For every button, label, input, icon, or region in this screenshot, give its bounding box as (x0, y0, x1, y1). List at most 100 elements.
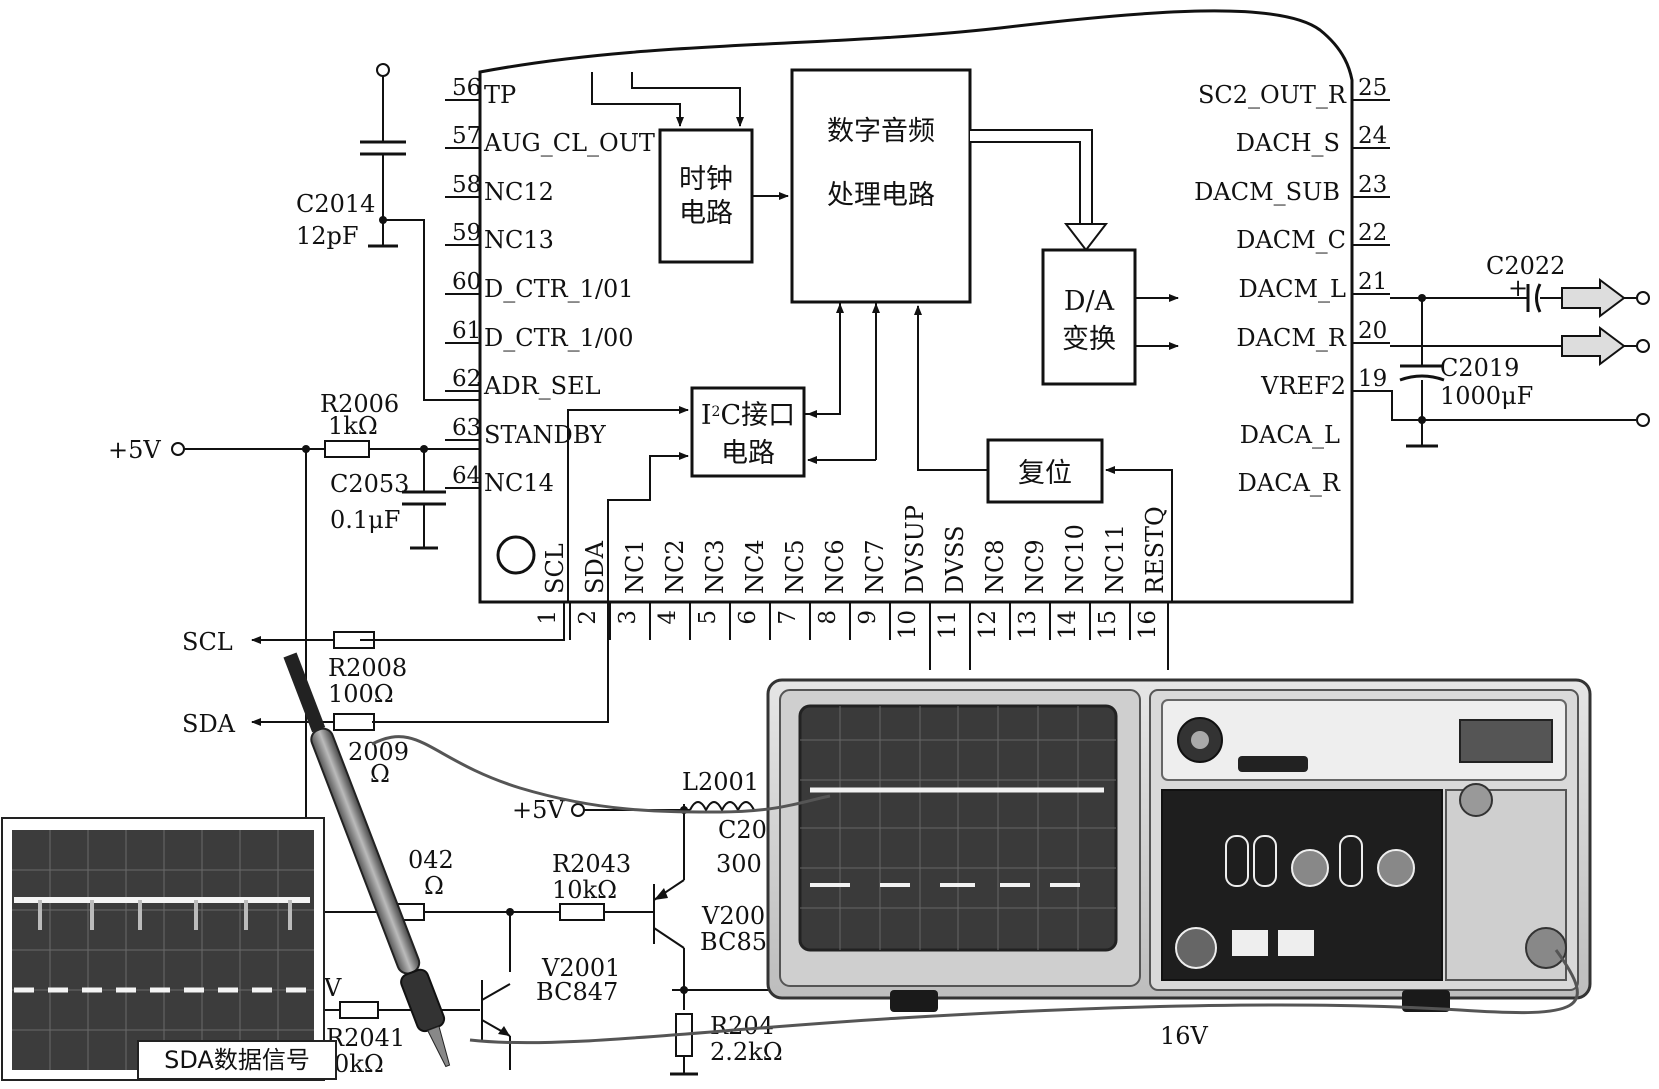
bottom-pin-dividers (569, 602, 1169, 670)
right-pin-num: 20 (1358, 318, 1387, 344)
right-pin-numbers: 25 24 23 22 21 20 19 (1358, 75, 1387, 392)
junction-dot (1418, 294, 1426, 302)
bottom-pin-name: NC9 (1021, 539, 1049, 594)
right-pin-num: 25 (1358, 75, 1387, 101)
junction-dot (379, 216, 387, 224)
bottom-pin-name: NC4 (741, 539, 769, 594)
c2019-value: 1000μF (1440, 382, 1533, 410)
left-pin-num: 56 (452, 75, 481, 101)
bottom-pin-num: 1 (535, 610, 561, 625)
i2c-block (690, 386, 806, 478)
r2041-name: R2041 (326, 1024, 405, 1052)
c20-name-partial: C20 (718, 816, 767, 844)
bottom-pin-num: 9 (855, 610, 881, 625)
probe-cable (469, 949, 1579, 1045)
r2042-name-partial: 042 (408, 846, 454, 874)
i2c-block-label-1: I2C接口 (701, 400, 795, 431)
right-pin-num: 19 (1358, 366, 1387, 392)
left-pin-name: STANDBY (484, 421, 607, 449)
bottom-pin-num: 16 (1135, 610, 1161, 639)
right-pin-num: 23 (1358, 172, 1387, 198)
right-pin-name: DACM_R (1236, 324, 1347, 352)
junction-dot (680, 986, 688, 994)
dsp-block-label-2: 处理电路 (827, 180, 935, 211)
v2001-type: BC847 (536, 978, 618, 1006)
left-pin-num: 64 (452, 463, 481, 489)
r2006-value: 1kΩ (328, 412, 378, 440)
c2053-value: 0.1μF (330, 506, 400, 534)
r2009-value-partial: Ω (370, 760, 390, 788)
left-component-labels: C2014 12pF R2006 1kΩ +5V C2053 0.1μF SCL… (108, 190, 1209, 1078)
bottom-pin-num: 10 (895, 610, 921, 639)
inset-waveform (1, 817, 325, 1081)
right-pin-num: 21 (1358, 269, 1387, 295)
left-pin-name: AUG_CL_OUT (483, 129, 655, 157)
da-block-label-2: 变换 (1062, 324, 1116, 355)
c2022-name: C2022 (1486, 252, 1565, 280)
r2043-value: 10kΩ (552, 876, 617, 904)
c20-value-partial: 300 (716, 850, 762, 878)
junction-dot (1418, 416, 1426, 424)
junction-dot (506, 908, 514, 916)
l2001-name: L2001 (682, 768, 759, 796)
right-pin-name: SC2_OUT_R (1198, 81, 1347, 109)
v-label-partial: V (323, 974, 342, 1002)
output-arrow-l (1561, 278, 1626, 318)
pin1-marker (496, 535, 536, 575)
dsp-block (790, 68, 972, 304)
bottom-pin-num: 15 (1095, 610, 1121, 639)
right-component-labels: C2022 + C2019 1000μF (1440, 252, 1565, 410)
r2006-name: R2006 (320, 390, 399, 418)
c2019-name: C2019 (1440, 354, 1519, 382)
left-pin-name: D_CTR_1/00 (484, 324, 634, 352)
bottom-pin-num: 8 (815, 610, 841, 625)
r2043-name: R2043 (552, 850, 631, 878)
left-pin-num: 58 (452, 172, 481, 198)
left-pin-num: 62 (452, 366, 481, 392)
bottom-pin-name: RESTQ (1141, 506, 1169, 594)
bottom-pin-name: NC7 (861, 539, 889, 594)
bottom-pin-name: NC1 (621, 539, 649, 594)
da-block (1041, 248, 1137, 386)
right-pin-name: VREF2 (1260, 372, 1346, 400)
da-block-label-1: D/A (1064, 286, 1115, 317)
r2008-value: 100Ω (328, 680, 394, 708)
right-pin-name: DACM_C (1236, 226, 1346, 254)
bottom-pin-name: SDA (581, 540, 609, 594)
scl-label: SCL (182, 628, 233, 656)
bottom-pin-name: NC5 (781, 539, 809, 594)
left-pin-num: 63 (452, 415, 481, 441)
bottom-pin-name: SCL (541, 543, 569, 594)
bottom-pin-num: 13 (1015, 610, 1041, 639)
c2022-plus: + (1508, 274, 1528, 302)
bottom-pin-num: 14 (1055, 610, 1081, 639)
r2042-value-partial: Ω (424, 872, 444, 900)
clock-block-label-2: 电路 (679, 198, 733, 229)
sda-label: SDA (182, 710, 236, 738)
v200-name-partial: V200 (701, 902, 765, 930)
bottom-pin-numbers: 1 2 3 4 5 6 7 8 9 10 11 12 13 14 15 16 (535, 610, 1161, 639)
left-pin-name: NC14 (484, 469, 554, 497)
bottom-pin-num: 6 (735, 610, 761, 625)
bottom-pin-name: NC10 (1061, 524, 1089, 594)
r2041-value-partial: 0kΩ (334, 1050, 384, 1078)
reset-block (986, 438, 1104, 504)
bottom-pin-name: NC8 (981, 539, 1009, 594)
left-pins (445, 99, 480, 489)
scope-screen-grid (800, 706, 1116, 950)
right-pin-num: 22 (1358, 220, 1387, 246)
reset-block-label: 复位 (1018, 458, 1072, 489)
bottom-pin-num: 2 (575, 610, 601, 625)
probe-cable (371, 735, 831, 814)
clock-block (658, 128, 754, 264)
inset-trace-pulses (38, 900, 292, 930)
bottom-pin-name: NC3 (701, 539, 729, 594)
r204-name-partial: R204 (710, 1012, 774, 1040)
left-pin-name: NC13 (484, 226, 554, 254)
bottom-pin-num: 5 (695, 610, 721, 625)
bottom-pin-names: SCL SDA NC1 NC2 NC3 NC4 NC5 NC6 NC7 DVSU… (541, 505, 1169, 594)
right-external-wires (1390, 283, 1650, 448)
output-arrow-r (1561, 326, 1626, 366)
left-pin-numbers: 56 57 58 59 60 61 62 63 64 (452, 75, 481, 489)
